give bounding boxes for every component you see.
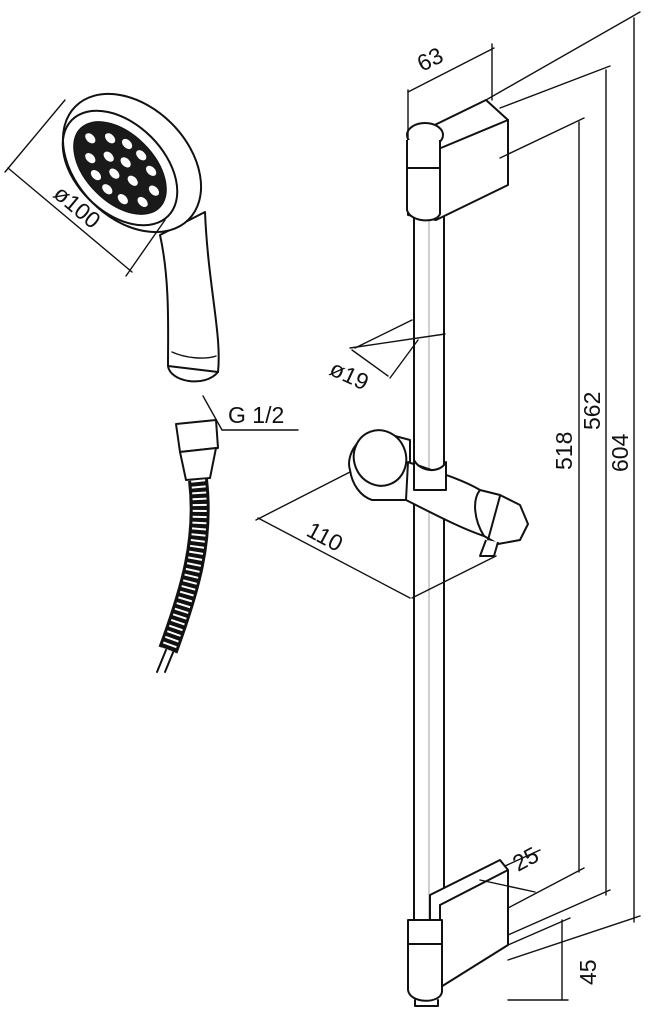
- bracket-depth-label: 25: [508, 841, 543, 876]
- mid-length-label: 562: [579, 392, 605, 430]
- hand-shower-handle: [159, 211, 220, 373]
- hand-shower: [61, 92, 220, 383]
- hand-shower-handle-end: [167, 365, 219, 383]
- top-wall-bracket: [406, 99, 509, 222]
- spray-nozzles: [73, 121, 167, 215]
- slide-bar-assembly: [348, 99, 529, 1007]
- thread-label: G 1/2: [228, 402, 284, 428]
- bracket-height-label: 45: [575, 959, 601, 985]
- shower-head-face: [61, 109, 179, 227]
- sliding-holder: [348, 429, 529, 557]
- hose-coils: [161, 479, 207, 653]
- total-length-label: 604: [607, 433, 633, 472]
- hose-nut: [175, 419, 219, 453]
- inner-length-label: 518: [551, 432, 577, 470]
- bracket-width-label: 63: [413, 42, 447, 77]
- hose-ferrule: [179, 447, 217, 481]
- shower-hose: [156, 419, 219, 673]
- holder-length-label: 110: [303, 516, 348, 556]
- dimension-lines: [4, 11, 641, 1001]
- bar-diameter-label: ø19: [326, 355, 373, 395]
